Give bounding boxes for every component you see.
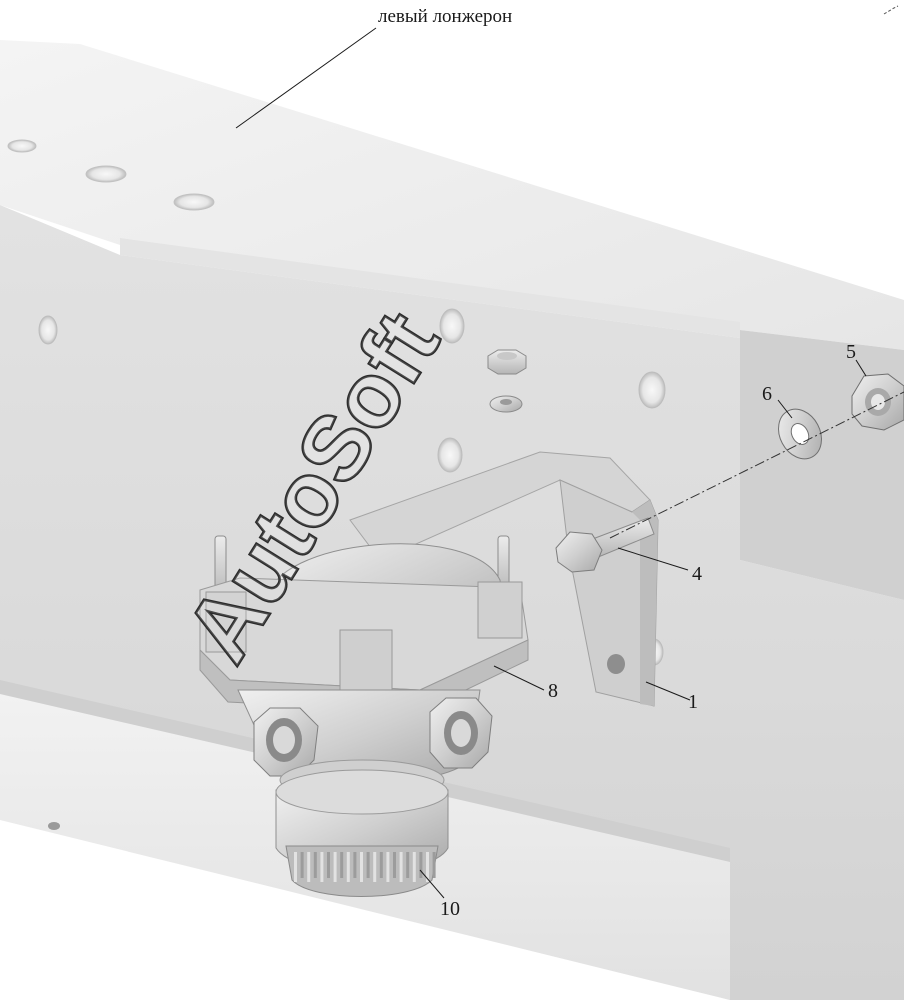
knob-rib	[346, 852, 350, 882]
knob-rib	[320, 852, 324, 882]
knob-rib	[333, 852, 337, 882]
corner-mark	[883, 5, 899, 15]
knob	[275, 759, 449, 897]
knob-rib	[426, 852, 429, 882]
knob-rib	[360, 852, 363, 882]
knob-rib	[399, 852, 403, 882]
frame-hole	[38, 315, 58, 345]
frame-hole	[439, 308, 465, 344]
knob-rib	[327, 852, 330, 878]
callout-part-10: 10	[440, 898, 460, 920]
knob-rib	[340, 852, 344, 878]
frame-label: левый лонжерон	[378, 6, 512, 27]
leader-part-4	[617, 547, 689, 571]
knob-rib	[366, 852, 370, 878]
knob-rib	[412, 852, 416, 882]
leader-part-1	[645, 681, 691, 701]
callout-part-1: 1	[688, 691, 698, 713]
knob-rib	[313, 852, 317, 878]
knob-rib	[353, 852, 357, 878]
leader-frame	[235, 27, 377, 129]
knob-ribs	[294, 852, 436, 882]
callout-part-4: 4	[692, 563, 702, 585]
frame-hole	[638, 371, 666, 409]
knob-rib	[379, 852, 383, 878]
bracket-hole	[607, 654, 625, 674]
valve-body	[199, 535, 529, 783]
frame-hole	[85, 165, 127, 183]
knob-rib	[307, 852, 311, 882]
knob-rib	[373, 852, 377, 882]
callout-part-5: 5	[846, 341, 856, 363]
valve-port-left	[253, 707, 319, 777]
leader-part-8	[493, 665, 545, 691]
knob-rib	[300, 852, 304, 878]
bolt	[555, 517, 655, 573]
valve-port-right	[429, 697, 493, 769]
assembly-axis	[609, 391, 904, 539]
frame-edge	[740, 330, 904, 600]
leader-part-6	[777, 399, 793, 419]
frame-hole	[437, 437, 463, 473]
callout-part-8: 8	[548, 680, 558, 702]
frame-hole	[7, 139, 37, 153]
knob-rib	[432, 852, 436, 878]
callout-part-6: 6	[762, 383, 772, 405]
knob-rib	[406, 852, 410, 878]
frame-top-flange	[0, 40, 904, 350]
knob-rib	[294, 852, 297, 882]
knob-rib	[386, 852, 390, 882]
frame-hole	[173, 193, 215, 211]
small-nut	[487, 349, 527, 375]
washer	[778, 408, 822, 460]
knob-rib	[393, 852, 396, 878]
small-washer	[489, 395, 523, 413]
frame-hole	[48, 822, 60, 830]
frame-top-lip	[120, 238, 740, 338]
leader-part-10	[419, 869, 445, 899]
nut	[851, 373, 904, 431]
leader-part-5	[855, 359, 867, 377]
knob-rib	[419, 852, 423, 878]
